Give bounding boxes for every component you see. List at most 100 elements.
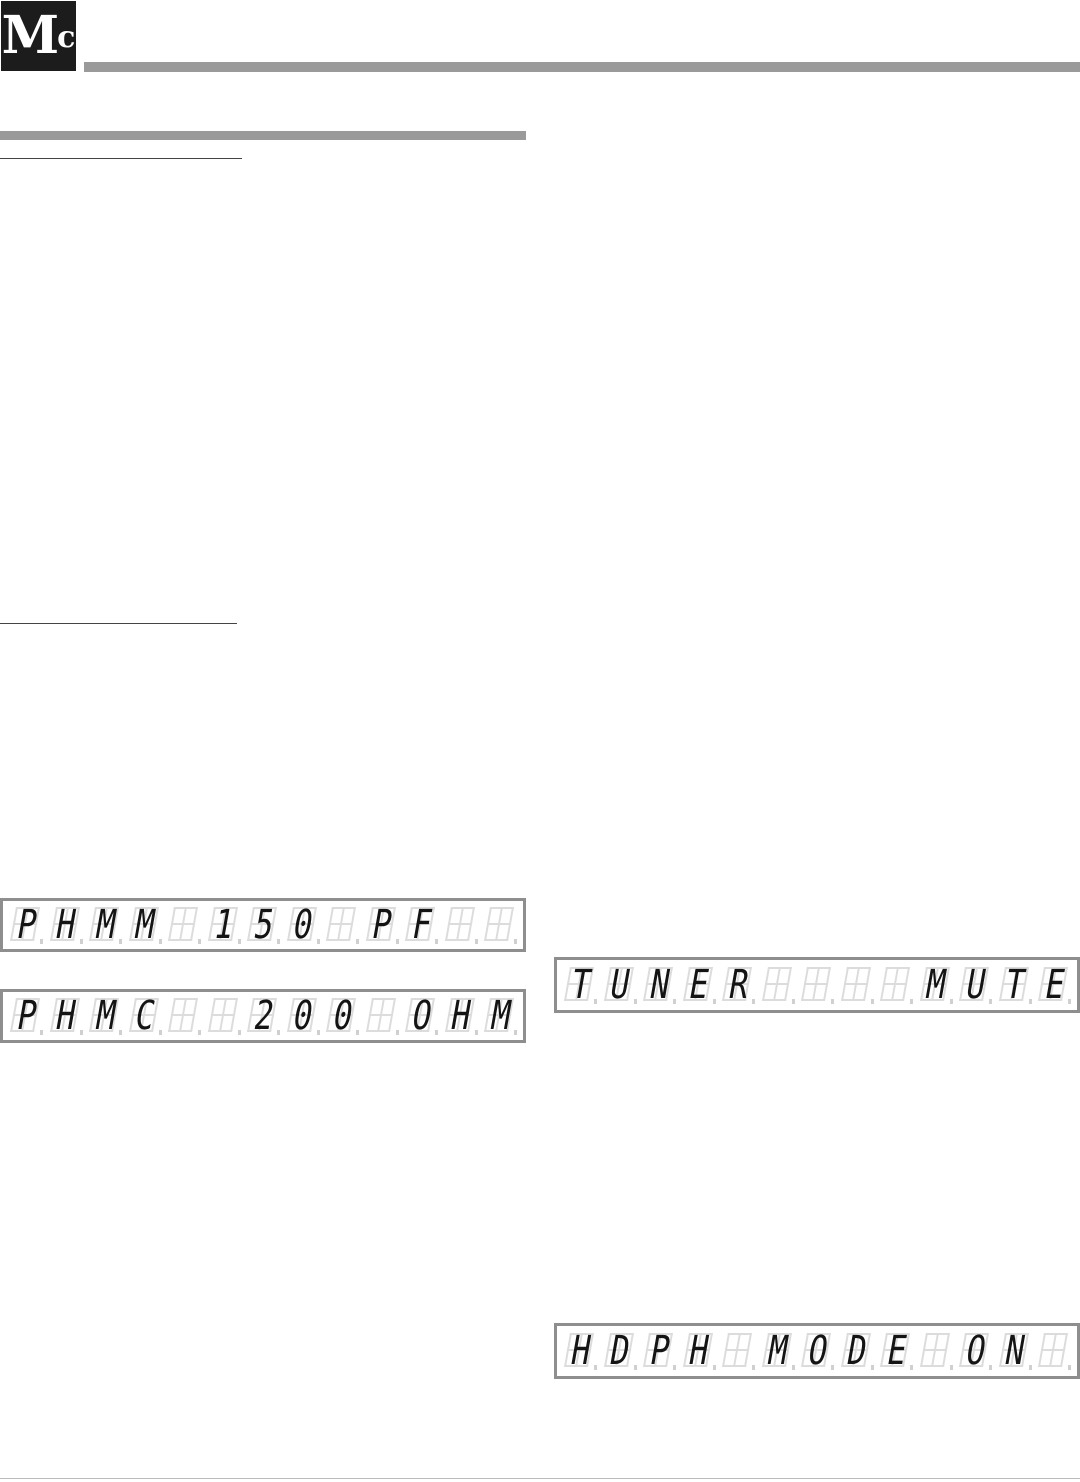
decimal-point-segment: [594, 1365, 597, 1370]
decimal-point-segment: [870, 999, 874, 1004]
display-character-cell: H: [444, 993, 478, 1039]
decimal-point-segment: [395, 1030, 399, 1035]
decimal-point-segment: [752, 1365, 755, 1370]
decimal-point-segment: [277, 1030, 280, 1035]
segment-outline: [444, 907, 475, 941]
display-character-cell: [365, 994, 399, 1038]
display-character-cell: [484, 903, 517, 947]
heading-underline-1: [0, 158, 242, 159]
display-character-cell: [207, 994, 241, 1038]
display-character-cell: O: [405, 993, 438, 1039]
display-character-cell: [168, 903, 201, 947]
display-character-cell: C: [128, 993, 162, 1039]
decimal-point-segment: [989, 999, 992, 1004]
segment-outline: [365, 998, 396, 1032]
decimal-point-segment: [40, 939, 43, 944]
display-character-cell: M: [89, 993, 122, 1039]
display-character-cell: U: [959, 962, 992, 1008]
decimal-point-segment: [119, 1030, 122, 1035]
decimal-point-segment: [40, 1030, 43, 1035]
decimal-point-segment: [277, 939, 280, 944]
segment-outline: [484, 907, 514, 941]
decimal-point-segment: [791, 999, 795, 1004]
decimal-point-segment: [119, 939, 122, 944]
display-character-cell: T: [998, 962, 1032, 1008]
display-character-cell: 5: [247, 902, 280, 948]
decimal-point-segment: [949, 999, 953, 1004]
decimal-point-segment: [791, 1365, 795, 1370]
segment-outline: [326, 907, 356, 941]
display-character-cell: M: [128, 902, 162, 948]
decimal-point-segment: [158, 939, 162, 944]
segment-outline: [919, 1333, 950, 1367]
display-character-cell: [168, 994, 201, 1038]
display-character-cell: F: [405, 902, 438, 948]
display-character-cell: O: [959, 1328, 992, 1374]
decimal-point-segment: [158, 1030, 162, 1035]
decimal-point-segment: [395, 939, 399, 944]
decimal-point-segment: [831, 1365, 834, 1370]
decimal-point-segment: [1028, 999, 1032, 1004]
display-character-cell: [880, 963, 913, 1007]
decimal-point-segment: [633, 999, 637, 1004]
decimal-point-segment: [237, 1030, 241, 1035]
display-character-cell: 0: [326, 993, 359, 1039]
display-character-cell: H: [564, 1328, 597, 1374]
decimal-point-segment: [435, 1030, 438, 1035]
segment-outline: [840, 967, 871, 1001]
display-character-cell: 0: [286, 993, 320, 1039]
decimal-point-segment: [79, 939, 83, 944]
decimal-point-segment: [712, 1365, 716, 1370]
display-character-cell: [722, 1329, 755, 1373]
display-character-cell: H: [49, 902, 83, 948]
decimal-point-segment: [989, 1365, 992, 1370]
decimal-point-segment: [474, 1030, 478, 1035]
segment-outline: [801, 967, 831, 1001]
display-character-cell: [761, 963, 795, 1007]
decimal-point-segment: [1068, 1365, 1071, 1370]
decimal-point-segment: [870, 1365, 874, 1370]
decimal-point-segment: [673, 1365, 676, 1370]
display-character-cell: E: [880, 1328, 913, 1374]
display-character-cell: P: [365, 902, 399, 948]
decimal-point-segment: [79, 1030, 83, 1035]
display-character-cell: M: [919, 962, 953, 1008]
display-character-cell: [444, 903, 478, 947]
heading-underline-2: [0, 623, 237, 624]
display-character-cell: N: [998, 1328, 1032, 1374]
segment-outline: [1038, 1333, 1068, 1367]
decimal-point-segment: [752, 999, 755, 1004]
segment-outline: [168, 998, 198, 1032]
display-character-cell: U: [603, 962, 637, 1008]
brand-logo-mark: Mc: [1, 5, 76, 66]
decimal-point-segment: [910, 1365, 913, 1370]
decimal-point-segment: [1028, 1365, 1032, 1370]
decimal-point-segment: [237, 939, 241, 944]
header-rule: [84, 62, 1080, 72]
footer-rule: [0, 1478, 1080, 1479]
segment-outline: [880, 967, 910, 1001]
decimal-point-segment: [831, 999, 834, 1004]
decimal-point-segment: [514, 939, 517, 944]
decimal-point-segment: [316, 939, 320, 944]
decimal-point-segment: [594, 999, 597, 1004]
display-character-cell: D: [603, 1328, 637, 1374]
display-character-cell: E: [1038, 962, 1071, 1008]
decimal-point-segment: [712, 999, 716, 1004]
display-character-cell: 1: [207, 902, 241, 948]
decimal-point-segment: [633, 1365, 637, 1370]
display-character-cell: P: [10, 993, 43, 1039]
display-character-cell: O: [801, 1328, 834, 1374]
decimal-point-segment: [910, 999, 913, 1004]
segment-outline: [761, 967, 792, 1001]
decimal-point-segment: [474, 939, 478, 944]
decimal-point-segment: [949, 1365, 953, 1370]
display-character-cell: H: [682, 1328, 716, 1374]
display-character-cell: M: [484, 993, 517, 1039]
display-character-cell: [801, 963, 834, 1007]
decimal-point-segment: [356, 1030, 359, 1035]
